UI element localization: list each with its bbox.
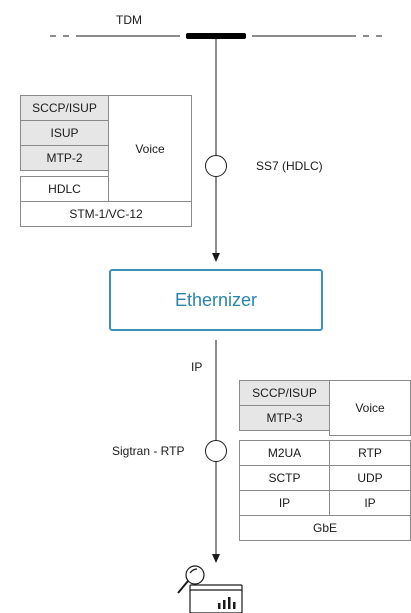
upper-arrow-head [212, 253, 220, 262]
bottom-ip-right-cell: IP [329, 490, 411, 516]
top-voice-cell: Voice [108, 95, 192, 202]
top-sccp-isup-cell: SCCP/ISUP [20, 95, 109, 121]
sigtran-label: Sigtran - RTP [112, 444, 185, 458]
bottom-udp-cell: UDP [329, 465, 411, 491]
bottom-voice-cell: Voice [329, 380, 411, 436]
top-isup-cell: ISUP [20, 120, 109, 146]
ethernizer-box: Ethernizer [109, 269, 323, 331]
ethernizer-label: Ethernizer [174, 289, 258, 310]
sigtran-node [205, 440, 227, 462]
bottom-sccp-isup-cell: SCCP/ISUP [239, 380, 330, 406]
bottom-ip-left-cell: IP [239, 490, 330, 516]
top-stm-cell: STM-1/VC-12 [20, 201, 192, 227]
ip-label: IP [191, 360, 203, 374]
bottom-gbe-cell: GbE [239, 515, 411, 541]
monitoring-analytics-icon [177, 565, 243, 613]
bottom-mtp3-cell: MTP-3 [239, 405, 330, 431]
ss7-node [205, 155, 227, 177]
ss7-label: SS7 (HDLC) [256, 159, 323, 173]
bottom-sctp-cell: SCTP [239, 465, 330, 491]
tdm-bus-bar [186, 33, 246, 39]
top-hdlc-cell: HDLC [20, 176, 109, 202]
top-mtp2-cell: MTP-2 [20, 145, 109, 171]
tdm-label: TDM [116, 13, 142, 27]
bottom-rtp-cell: RTP [329, 440, 411, 466]
bottom-m2ua-cell: M2UA [239, 440, 330, 466]
lower-arrow-head [212, 554, 220, 563]
